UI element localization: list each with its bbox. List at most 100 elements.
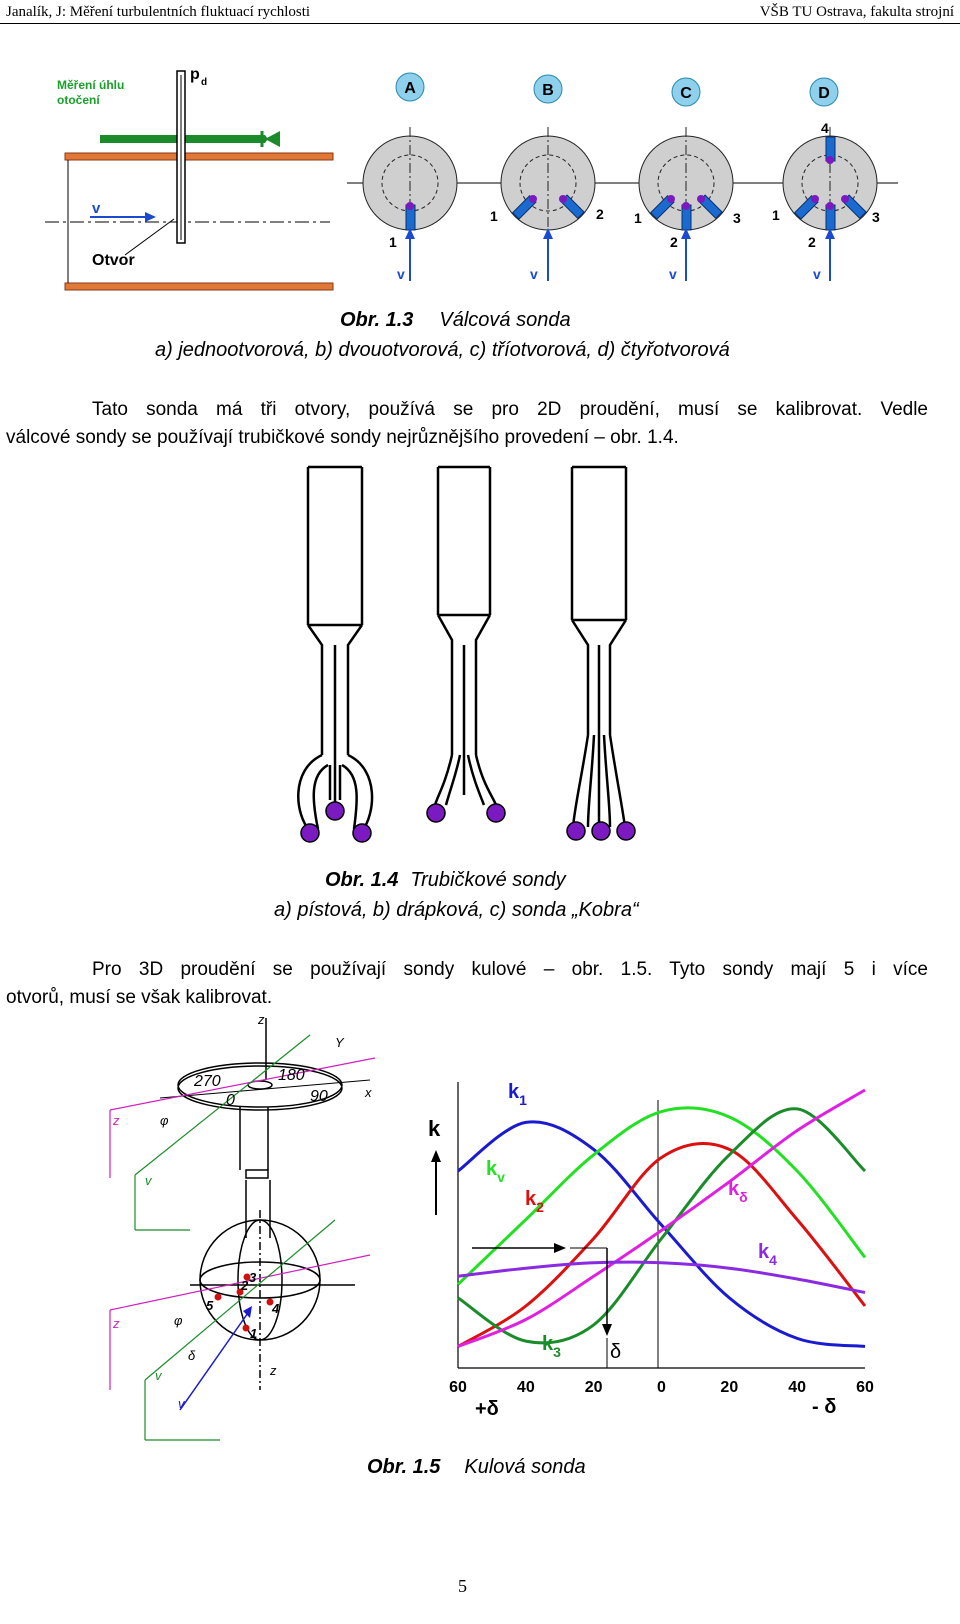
fig13-caption: Obr. 1.3 Válcová sonda <box>340 309 571 332</box>
probe-A: A 1 v <box>362 72 458 282</box>
pd-sub-label: d <box>201 77 207 88</box>
probe-D: D 4 1 2 3 v <box>772 77 880 282</box>
x-tick-label: 60 <box>856 1379 874 1396</box>
fig15-sphere-probe: z Y x 270 180 0 90 φ v z φ δ z v v z 1 2… <box>100 1010 400 1445</box>
x-tick-label: 40 <box>788 1379 806 1396</box>
svg-text:1: 1 <box>634 210 642 226</box>
para1-line2: válcové sondy se používají trubičkové so… <box>6 427 679 448</box>
pipe-wall-bottom <box>64 282 334 291</box>
fig14-tube-probes <box>270 455 670 865</box>
svg-text:1: 1 <box>389 234 397 250</box>
svg-text:v: v <box>397 266 405 282</box>
fig13-caption-num: Obr. 1.3 <box>340 309 414 331</box>
svg-text:φ: φ <box>160 1113 169 1128</box>
x-tick-label: 20 <box>585 1379 603 1396</box>
svg-text:3: 3 <box>872 209 880 225</box>
x-tick-label: 60 <box>449 1379 467 1396</box>
v-label: v <box>92 200 101 217</box>
svg-text:v: v <box>145 1173 153 1188</box>
svg-text:0: 0 <box>226 1092 235 1109</box>
probe-B: B 1 2 v <box>490 74 604 282</box>
series-line-k2 <box>457 1142 867 1348</box>
x-tick-label: 20 <box>720 1379 738 1396</box>
series-label-k4: k4 <box>758 1241 777 1268</box>
svg-text:z: z <box>269 1363 277 1378</box>
fig13-caption-title: Válcová sonda <box>439 309 571 331</box>
fig15-caption-title: Kulová sonda <box>464 1456 586 1478</box>
delta-annotation: δ <box>610 1341 621 1363</box>
fig15-caption: Obr. 1.5 Kulová sonda <box>367 1456 586 1479</box>
series-label-k3: k3 <box>542 1333 561 1360</box>
svg-text:v: v <box>530 266 538 282</box>
x-label-left: +δ <box>475 1398 499 1420</box>
svg-text:C: C <box>680 85 692 102</box>
svg-text:1: 1 <box>490 208 498 224</box>
pipe-wall-top <box>64 152 334 161</box>
fig13-cylinder-probes: A 1 v B 1 2 v <box>345 65 900 300</box>
series-label-k1: k1 <box>508 1081 527 1108</box>
series-line-k1 <box>457 1120 866 1348</box>
svg-text:D: D <box>818 85 830 102</box>
angle-label-line2: otočení <box>57 93 100 107</box>
svg-text:180: 180 <box>278 1067 305 1084</box>
pd-label: p <box>190 66 200 83</box>
series-label-kδ: kδ <box>728 1178 748 1205</box>
svg-text:z: z <box>257 1012 265 1027</box>
header-right: VŠB TU Ostrava, fakulta strojní <box>759 4 954 20</box>
probe-C: C 1 2 3 v <box>634 77 741 282</box>
svg-text:2: 2 <box>240 1278 249 1293</box>
page-number: 5 <box>458 1576 467 1596</box>
fig15-caption-num: Obr. 1.5 <box>367 1456 441 1478</box>
svg-text:3: 3 <box>733 210 741 226</box>
svg-text:v: v <box>155 1368 163 1383</box>
svg-text:5: 5 <box>206 1298 214 1313</box>
svg-text:270: 270 <box>193 1073 221 1090</box>
svg-text:3: 3 <box>249 1270 257 1285</box>
svg-text:4: 4 <box>821 120 829 136</box>
series-line-k4 <box>457 1260 866 1294</box>
svg-text:φ: φ <box>174 1313 183 1328</box>
header-left: Janalík, J: Měření turbulentních fluktua… <box>6 4 311 20</box>
para2-line1: Pro 3D proudění se používají sondy kulov… <box>92 959 928 980</box>
svg-text:B: B <box>542 82 554 99</box>
fig14-caption-sub: a) pístová, b) drápková, c) sonda „Kobra… <box>274 899 639 921</box>
series-line-k3 <box>457 1107 867 1345</box>
series-line-kδ <box>457 1088 866 1348</box>
probe-c-cobra <box>570 465 628 828</box>
svg-text:v: v <box>178 1396 186 1411</box>
fig14-caption-title: Trubičkové sondy <box>410 869 566 891</box>
x-tick-label: 40 <box>517 1379 535 1396</box>
svg-text:1: 1 <box>250 1326 257 1341</box>
para2-line2: otvorů, musí se však kalibrovat. <box>6 987 273 1008</box>
header-rule <box>0 23 960 24</box>
x-label-right: - δ <box>812 1396 836 1418</box>
hole-label: Otvor <box>92 252 135 269</box>
fig13-caption-sub: a) jednootvorová, b) dvouotvorová, c) tř… <box>155 339 730 361</box>
y-axis-label: k <box>428 1116 441 1141</box>
svg-text:z: z <box>112 1113 120 1128</box>
probe-a-piston <box>297 465 374 832</box>
svg-text:2: 2 <box>808 234 816 250</box>
svg-text:1: 1 <box>772 207 780 223</box>
series-label-kv: kv <box>486 1158 505 1185</box>
svg-text:4: 4 <box>271 1301 280 1316</box>
para1-line1: Tato sonda má tři otvory, používá se pro… <box>92 399 928 420</box>
angle-label-line1: Měření úhlu <box>57 78 124 92</box>
fig13-pipe-diagram: Měření úhlu otočení p d v Otvor <box>40 55 340 300</box>
svg-text:δ: δ <box>188 1348 196 1363</box>
svg-text:2: 2 <box>596 206 604 222</box>
svg-text:v: v <box>813 266 821 282</box>
svg-text:Y: Y <box>335 1035 345 1050</box>
series-line-kv <box>456 1106 867 1286</box>
fig14-caption-num: Obr. 1.4 <box>325 869 399 891</box>
svg-text:v: v <box>669 266 677 282</box>
svg-text:z: z <box>112 1316 120 1331</box>
fig14-caption: Obr. 1.4 Trubičkové sondy <box>325 869 566 892</box>
probe-b-claw <box>433 465 498 806</box>
svg-text:2: 2 <box>670 234 678 250</box>
svg-text:A: A <box>404 80 416 97</box>
svg-text:x: x <box>364 1085 372 1100</box>
svg-text:90: 90 <box>310 1088 328 1105</box>
